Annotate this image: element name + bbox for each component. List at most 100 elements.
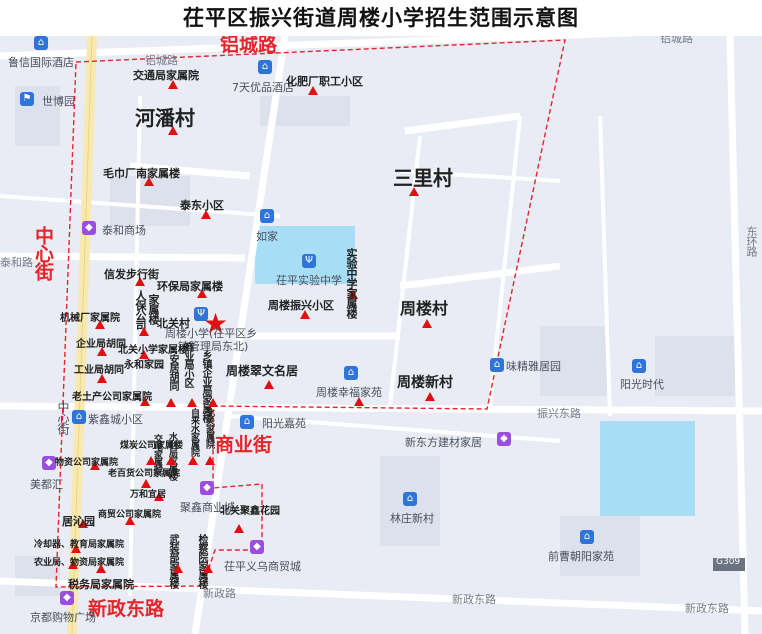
road-taihe: 泰和路 [0,256,33,269]
marker-shiyanjia: 实验中学家属楼 [345,248,358,318]
marker-icon[interactable] [425,392,435,401]
marker-icon[interactable] [208,398,218,407]
poi-7days: 7天优品酒店 [232,81,294,94]
poi-qiancao: 前曹朝阳家苑 [548,550,614,563]
poi-xingfu: 周楼幸福家苑 [316,386,382,399]
marker-icon[interactable] [141,479,151,488]
marker-huafei: 化肥厂职工小区 [286,75,363,88]
marker-icon[interactable] [308,86,318,95]
marker-icon[interactable] [422,319,432,328]
shop-icon: ◆ [82,221,96,235]
road-xinzheng-east: 新政东路 [452,593,496,606]
marker-jixie: 机械厂家属院 [60,313,120,324]
marker-icon[interactable] [197,289,207,298]
marker-zilaishui: 自来水家属院 [189,408,199,456]
marker-icon[interactable] [78,519,88,528]
marker-qiye: 企业局胡同 [76,339,126,350]
road-xinzheng-east-right: 新政东路 [685,602,729,615]
marker-icon[interactable] [201,210,211,219]
marker-wuzi: 物资公司家属院 [55,458,119,468]
school-star-icon[interactable]: ★ [203,307,229,340]
road-lvcheng-right: 铝城路 [660,36,693,45]
marker-icon[interactable] [354,397,364,406]
marker-lengdong: 冷却器、教育局家属院 [34,540,125,550]
poi-yiwu: 茌平义乌商贸城 [224,560,301,573]
marker-icon[interactable] [139,327,149,336]
red-label-lvcheng: 铝城路 [220,36,278,56]
home-icon: ⌂ [240,415,254,429]
marker-icon[interactable] [95,320,105,329]
village-zhoulouxin: 周楼新村 [397,375,453,391]
village-zhoulou: 周楼村 [400,299,449,318]
poi-luxin: 鲁信国际酒店 [8,56,74,69]
marker-icon[interactable] [168,126,178,135]
page-title: 茌平区振兴街道周楼小学招生范围示意图 [183,6,579,30]
marker-icon[interactable] [139,350,149,359]
marker-beiguanjia: 北关家属院 [204,408,214,448]
poi-juxin: 聚鑫商业城 [180,501,235,514]
home-icon: ⌂ [580,530,594,544]
marker-icon[interactable] [166,398,176,407]
park-icon: ⚑ [20,92,34,106]
marker-xinfa: 信发步行街 [104,268,159,281]
marker-icon[interactable] [409,187,419,196]
marker-xiangzhen: 乡镇企业局家属楼 [200,350,211,422]
marker-icon[interactable] [135,277,145,286]
marker-icon[interactable] [264,380,274,389]
hotel-icon: ⌂ [34,36,48,50]
map-canvas[interactable]: 铝城路 铝城路 东环路 振兴东路 新政东路 新政东路 新政路 泰和路 G309 … [0,36,762,634]
marker-icon[interactable] [97,347,107,356]
marker-jiaodian: 交电家属院 [152,434,162,474]
home-icon: ⌂ [632,359,646,373]
road-zhenxing-east: 振兴东路 [537,407,581,420]
marker-icon[interactable] [348,290,358,299]
marker-icon[interactable] [125,516,135,525]
marker-huanbao: 环保局家属楼 [157,280,223,293]
marker-taidong: 泰东小区 [180,199,224,212]
marker-icon[interactable] [234,524,244,533]
school-label-2: 镇管理局东北) [178,340,249,353]
marker-gongye: 工业局胡同 [74,365,124,376]
marker-cuiwen: 周楼翠文名居 [226,364,299,378]
marker-laotu: 老土产公司家属院 [72,392,152,403]
home-icon: ⌂ [344,366,358,380]
poi-taihe: 泰和商场 [102,224,146,237]
marker-icon[interactable] [168,80,178,89]
marker-laobaihuo: 老百货公司家属院 [108,469,181,479]
poi-zixin: 紫鑫城小区 [88,413,143,426]
shop-icon: ◆ [497,432,511,446]
marker-icon[interactable] [146,456,156,465]
marker-icon[interactable] [166,456,176,465]
marker-icon[interactable] [90,461,100,470]
school-icon: Ψ [302,254,316,268]
road-xinzheng: 新政路 [203,587,236,600]
poi-weiqing: 味精雅居园 [506,360,561,373]
village-hepan: 河潘村 [135,106,195,130]
poi-shiyan: 茌平实验中学 [276,274,342,287]
poi-yangguangjia: 阳光嘉苑 [262,417,306,430]
marker-icon[interactable] [300,310,310,319]
marker-jianchayuan: 检察院家属楼 [196,534,207,588]
marker-icon[interactable] [173,564,183,573]
hotel-icon: ⌂ [258,60,272,74]
marker-icon[interactable] [154,492,164,501]
marker-renbao: 人保公司 [134,290,147,330]
road-g309: G309 [716,557,741,567]
marker-icon[interactable] [187,398,197,407]
marker-icon[interactable] [71,544,81,553]
marker-yonghe: 永和家园 [124,360,164,371]
marker-icon[interactable] [140,397,150,406]
marker-icon[interactable] [144,177,154,186]
marker-icon[interactable] [205,456,215,465]
marker-jiashu-ren: 家属楼 [147,294,160,324]
marker-shangmao: 商贸公司家属院 [98,510,162,520]
village-sanli: 三里村 [393,166,453,190]
road-dongcheng: 东环路 [745,226,758,256]
marker-icon[interactable] [188,456,198,465]
marker-icon[interactable] [203,564,213,573]
marker-icon[interactable] [96,564,106,573]
marker-anju: 安居胡同 [167,354,178,390]
poi-linzhuang: 林庄新村 [390,512,434,525]
marker-icon[interactable] [68,560,78,569]
marker-icon[interactable] [97,374,107,383]
